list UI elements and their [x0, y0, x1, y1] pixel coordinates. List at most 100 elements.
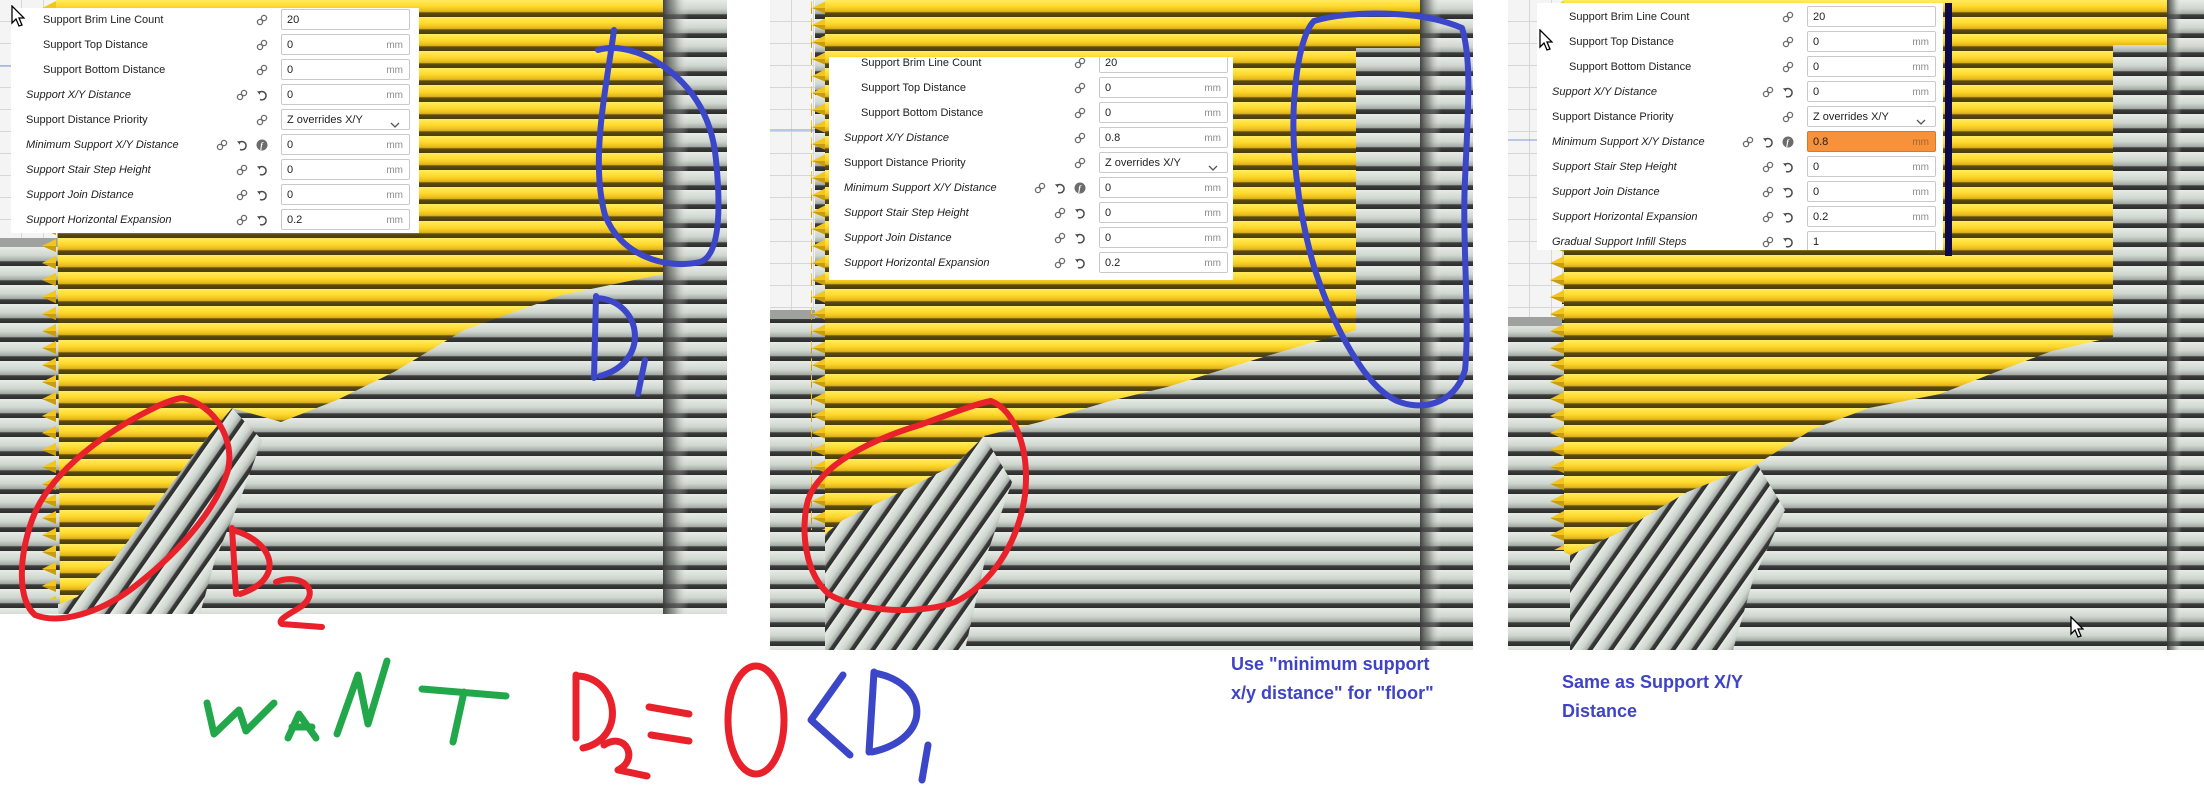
link-icon[interactable]	[1034, 182, 1046, 194]
setting-input[interactable]: 0 mm	[1099, 102, 1228, 123]
link-icon[interactable]	[1782, 111, 1794, 123]
setting-input[interactable]: 0 mm	[281, 59, 410, 80]
link-icon[interactable]	[1054, 207, 1066, 219]
d2-equals-zero-text	[572, 662, 788, 780]
link-icon[interactable]	[1782, 61, 1794, 73]
setting-row-support-top-distance: Support Top Distance 0 mm	[829, 76, 1233, 101]
setting-input[interactable]: 0 mm	[1099, 202, 1228, 223]
link-icon[interactable]	[256, 39, 268, 51]
setting-input[interactable]: 0.8 mm	[1099, 127, 1228, 148]
unit-label: mm	[386, 90, 403, 101]
reset-icon[interactable]	[256, 214, 268, 226]
setting-input[interactable]: 0 mm	[281, 159, 410, 180]
reset-icon[interactable]	[236, 139, 248, 151]
link-icon[interactable]	[1074, 107, 1086, 119]
function-icon[interactable]: f	[1782, 136, 1794, 148]
reset-icon[interactable]	[256, 164, 268, 176]
link-icon[interactable]	[1762, 186, 1774, 198]
setting-value: 0	[1105, 232, 1112, 244]
link-icon[interactable]	[236, 214, 248, 226]
setting-input[interactable]: 0 mm	[1099, 177, 1228, 198]
reset-icon[interactable]	[1782, 236, 1794, 248]
setting-input[interactable]: 0.8 mm	[1807, 131, 1936, 152]
chevron-down-icon	[1208, 159, 1218, 171]
setting-value: 0	[287, 139, 294, 151]
unit-label: mm	[1204, 208, 1221, 219]
setting-input[interactable]: 0 mm	[281, 184, 410, 205]
setting-input[interactable]: 20	[1099, 57, 1228, 73]
function-icon[interactable]: f	[1074, 182, 1086, 194]
reset-icon[interactable]	[256, 189, 268, 201]
mouse-pointer-icon	[2070, 616, 2084, 638]
link-icon[interactable]	[256, 114, 268, 126]
setting-value: 0	[1105, 182, 1112, 194]
setting-input[interactable]: 20	[281, 9, 410, 30]
setting-input[interactable]: 0 mm	[281, 134, 410, 155]
setting-input[interactable]: 0 mm	[1807, 31, 1936, 52]
reset-icon[interactable]	[1782, 211, 1794, 223]
setting-input[interactable]: 0.2 mm	[1099, 252, 1228, 273]
setting-label: Support X/Y Distance	[844, 132, 949, 144]
link-icon[interactable]	[256, 14, 268, 26]
setting-label: Support Stair Step Height	[844, 207, 969, 219]
link-icon[interactable]	[236, 89, 248, 101]
reset-icon[interactable]	[1074, 207, 1086, 219]
note-same-as-xy: Same as Support X/Y Distance	[1562, 668, 1743, 726]
link-icon[interactable]	[1782, 36, 1794, 48]
setting-input[interactable]: 20	[1807, 6, 1936, 27]
setting-input[interactable]: 0 mm	[1807, 56, 1936, 77]
reset-icon[interactable]	[1074, 257, 1086, 269]
reset-icon[interactable]	[1782, 86, 1794, 98]
link-icon[interactable]	[1074, 82, 1086, 94]
link-icon[interactable]	[1762, 161, 1774, 173]
link-icon[interactable]	[216, 139, 228, 151]
setting-input[interactable]: 1	[1807, 231, 1936, 250]
setting-input[interactable]: 0.2 mm	[1807, 206, 1936, 227]
setting-input[interactable]: 0.2 mm	[281, 209, 410, 230]
setting-dropdown[interactable]: Z overrides X/Y	[1807, 106, 1936, 127]
setting-input[interactable]: 0 mm	[281, 84, 410, 105]
unit-label: mm	[1204, 233, 1221, 244]
link-icon[interactable]	[256, 64, 268, 76]
setting-row-support-horizontal-expansion: Support Horizontal Expansion 0.2 mm	[11, 208, 419, 233]
reset-icon[interactable]	[1054, 182, 1066, 194]
reset-icon[interactable]	[1762, 136, 1774, 148]
reset-icon[interactable]	[1782, 161, 1794, 173]
link-icon[interactable]	[1074, 57, 1086, 69]
setting-input[interactable]: 0 mm	[281, 34, 410, 55]
setting-value: 0	[287, 39, 294, 51]
link-icon[interactable]	[1762, 211, 1774, 223]
reset-icon[interactable]	[1782, 186, 1794, 198]
setting-input[interactable]: 0 mm	[1807, 181, 1936, 202]
setting-dropdown[interactable]: Z overrides X/Y	[281, 109, 410, 130]
setting-dropdown[interactable]: Z overrides X/Y	[1099, 152, 1228, 173]
setting-label: Support Horizontal Expansion	[26, 214, 172, 226]
link-icon[interactable]	[1074, 132, 1086, 144]
link-icon[interactable]	[1782, 11, 1794, 23]
link-icon[interactable]	[1762, 86, 1774, 98]
link-icon[interactable]	[1762, 236, 1774, 248]
link-icon[interactable]	[1054, 232, 1066, 244]
setting-value: 0.8	[1105, 132, 1121, 144]
reset-icon[interactable]	[256, 89, 268, 101]
setting-value: 0.2	[1105, 257, 1121, 269]
link-icon[interactable]	[1054, 257, 1066, 269]
function-icon[interactable]: f	[256, 139, 268, 151]
setting-row-support-join-distance: Support Join Distance 0 mm	[1537, 180, 1943, 205]
setting-input[interactable]: 0 mm	[1099, 77, 1228, 98]
less-than-d1-text	[807, 668, 932, 784]
link-icon[interactable]	[236, 189, 248, 201]
build-plate	[770, 0, 815, 310]
link-icon[interactable]	[236, 164, 248, 176]
note-line: Use "minimum support	[1231, 654, 1430, 674]
setting-label: Support X/Y Distance	[1552, 86, 1657, 98]
setting-input[interactable]: 0 mm	[1807, 156, 1936, 177]
link-icon[interactable]	[1742, 136, 1754, 148]
link-icon[interactable]	[1074, 157, 1086, 169]
setting-label: Support Brim Line Count	[1569, 11, 1690, 23]
reset-icon[interactable]	[1074, 232, 1086, 244]
setting-input[interactable]: 0 mm	[1099, 227, 1228, 248]
setting-input[interactable]: 0 mm	[1807, 81, 1936, 102]
scrollbar[interactable]	[1945, 3, 1952, 256]
setting-row-support-bottom-distance: Support Bottom Distance 0 mm	[829, 101, 1233, 126]
